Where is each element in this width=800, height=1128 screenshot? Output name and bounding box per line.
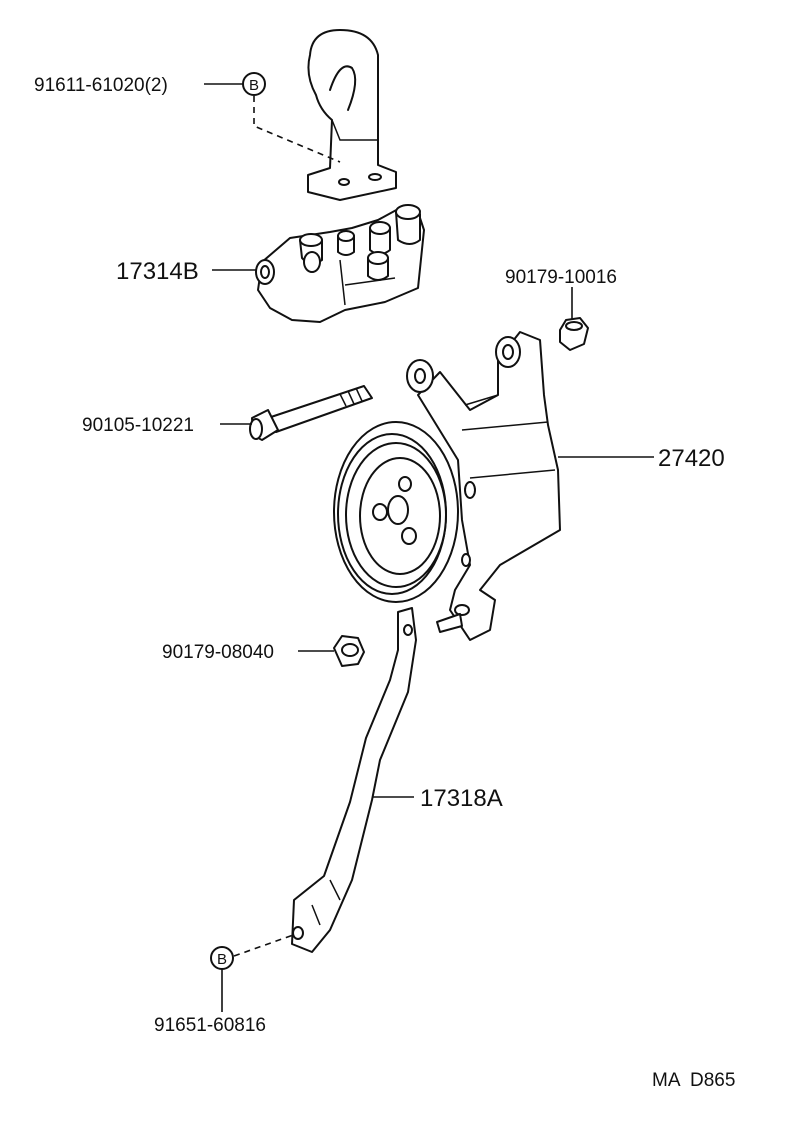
svg-text:B: B bbox=[249, 77, 259, 94]
label-91611-61020: 91611-61020(2) bbox=[34, 75, 168, 96]
through-bolt-90105-10221 bbox=[249, 385, 373, 441]
label-90179-10016: 90179-10016 bbox=[505, 267, 617, 288]
label-90105-10221: 90105-10221 bbox=[82, 415, 194, 436]
label-17318A: 17318A bbox=[420, 785, 503, 812]
nut-90179-08040 bbox=[333, 635, 365, 667]
marker-b-lower: B bbox=[210, 946, 234, 970]
label-17314B: 17314B bbox=[116, 258, 199, 285]
svg-text:B: B bbox=[217, 951, 227, 968]
nut-90179-10016 bbox=[559, 317, 589, 351]
hook-bracket bbox=[307, 29, 397, 201]
label-91651-60816: 91651-60816 bbox=[154, 1015, 266, 1036]
lower-bracket-17318A bbox=[291, 607, 417, 953]
diagram-code: MA D865 bbox=[652, 1070, 735, 1091]
label-90179-08040: 90179-08040 bbox=[162, 642, 274, 663]
label-27420: 27420 bbox=[658, 445, 725, 472]
pump-assembly-27420 bbox=[333, 331, 561, 641]
leader-lines bbox=[204, 83, 654, 1012]
marker-b-upper: B bbox=[242, 72, 266, 96]
upper-bracket-17314B bbox=[255, 204, 425, 323]
